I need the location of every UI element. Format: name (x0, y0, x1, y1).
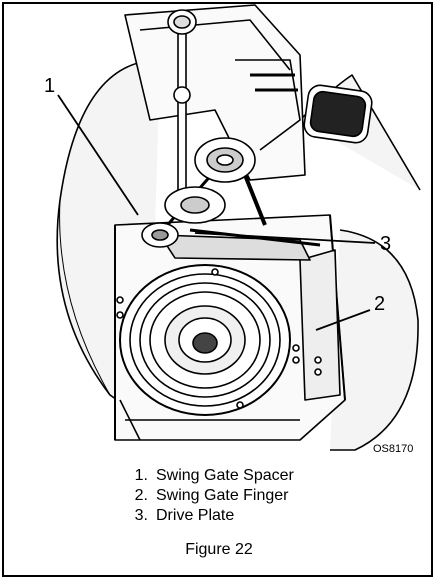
legend-number: 2. (134, 487, 148, 504)
callout-3-leader (194, 232, 376, 244)
callout-1-leader (57, 94, 139, 216)
illustration-code: OS8170 (373, 443, 414, 455)
legend-item: 1. Swing Gate Spacer (120, 466, 294, 486)
callout-2-leader (315, 309, 371, 331)
callout-3-label: 3 (380, 233, 391, 255)
legend-number: 3. (134, 507, 148, 524)
callout-2-label: 2 (374, 293, 385, 315)
legend-number: 1. (134, 467, 148, 484)
legend-item: 3. Drive Plate (120, 506, 294, 526)
right-drum (330, 229, 419, 451)
legend-item: 2. Swing Gate Finger (120, 486, 294, 506)
top-frame (124, 4, 306, 181)
parts-legend: 1. Swing Gate Spacer 2. Swing Gate Finge… (120, 466, 294, 526)
figure-frame (2, 2, 433, 577)
figure-caption: Figure 22 (185, 541, 253, 558)
tension-rod (177, 29, 187, 191)
callout-1-label: 1 (44, 75, 55, 97)
legend-label: Swing Gate Finger (156, 487, 289, 504)
legend-label: Swing Gate Spacer (156, 467, 294, 484)
legend-label: Drive Plate (156, 507, 235, 524)
